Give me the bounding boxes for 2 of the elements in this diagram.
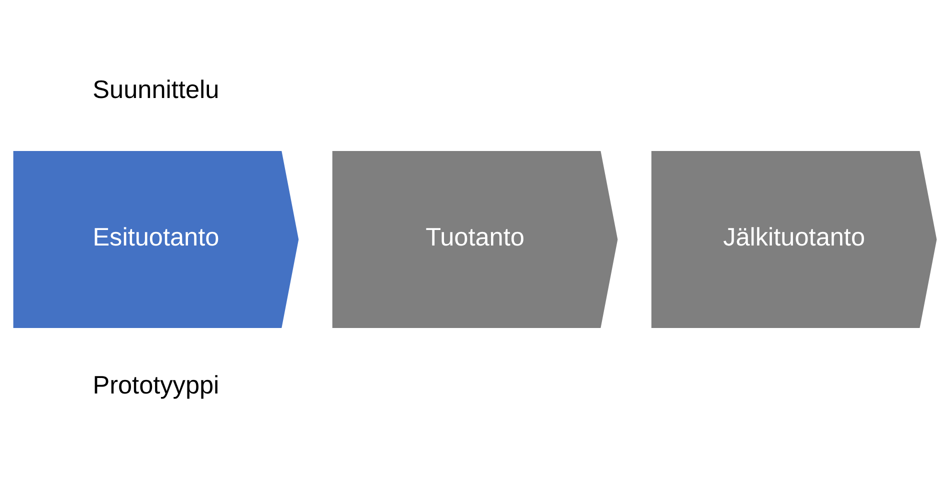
node-label: Suunnittelu — [92, 76, 220, 104]
node-label: Prototyyppi — [92, 370, 220, 399]
